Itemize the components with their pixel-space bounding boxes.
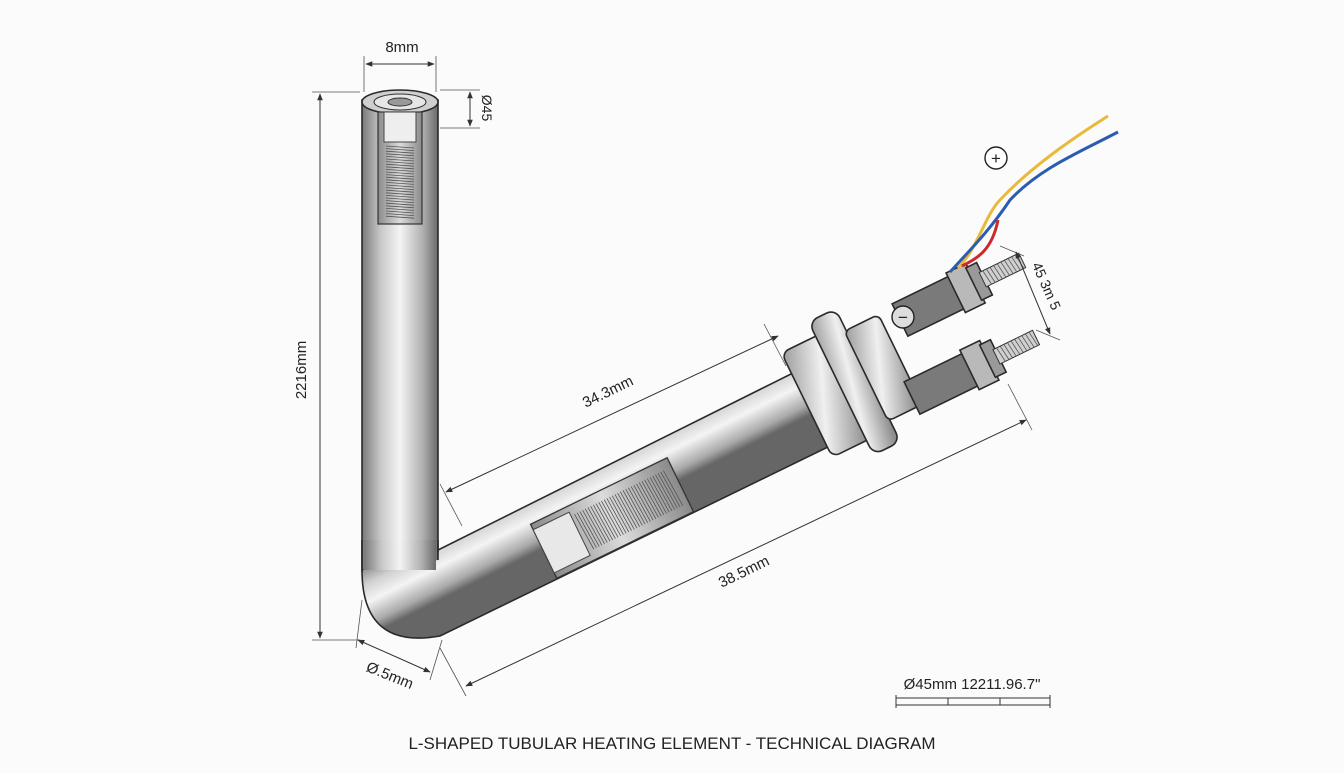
terminal-lower — [903, 329, 1041, 416]
dim-top-width: 8mm — [363, 39, 437, 92]
lead-wires — [948, 114, 1119, 274]
svg-text:Ø45: Ø45 — [479, 95, 495, 122]
svg-text:38.5mm: 38.5mm — [716, 552, 772, 591]
svg-text:8mm: 8mm — [385, 39, 418, 56]
svg-text:45 3m 5: 45 3m 5 — [1029, 260, 1064, 313]
scale-note: Ø45mm 12211.96.7" — [895, 676, 1051, 708]
dim-vertical-length: 2216mm — [293, 91, 360, 641]
positive-symbol: + — [984, 146, 1008, 170]
top-coil — [385, 145, 415, 219]
svg-text:+: + — [991, 149, 1001, 168]
top-end-cap — [361, 89, 439, 225]
negative-symbol: − — [891, 305, 915, 329]
svg-text:Ø45mm 12211.96.7": Ø45mm 12211.96.7" — [904, 676, 1041, 693]
svg-text:Ø.5mm: Ø.5mm — [364, 659, 416, 693]
wire-red — [961, 219, 1000, 268]
wire-blue — [948, 130, 1119, 274]
svg-text:34.3mm: 34.3mm — [580, 372, 636, 411]
svg-text:2216mm: 2216mm — [293, 341, 310, 399]
dim-inner-dia: Ø45 — [440, 89, 495, 129]
svg-text:−: − — [898, 308, 908, 327]
wire-yellow — [956, 114, 1109, 270]
diagram-title: L-SHAPED TUBULAR HEATING ELEMENT - TECHN… — [408, 734, 935, 753]
